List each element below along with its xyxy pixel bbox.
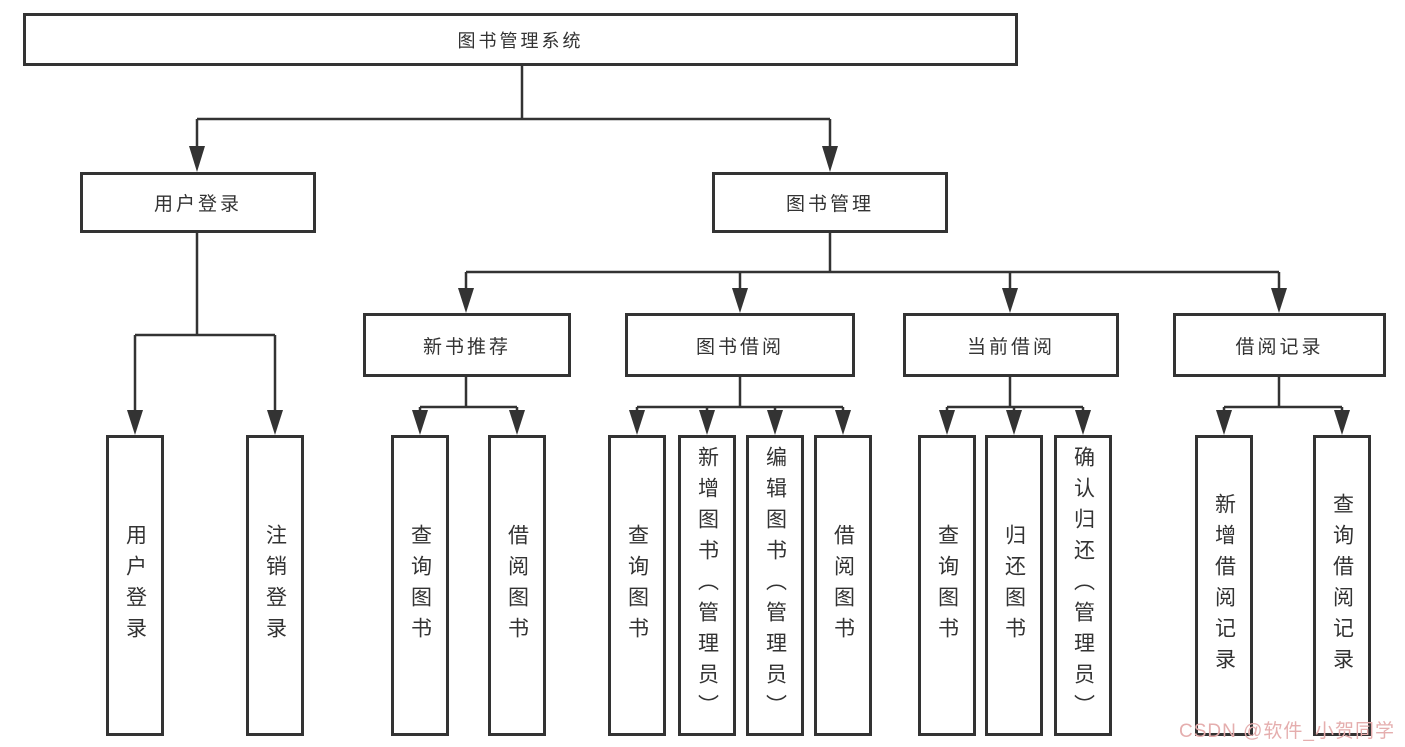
node-label: 当前借阅 — [966, 336, 1055, 358]
leaf-current-return-books: 归还图书 — [985, 435, 1043, 736]
leaf-user-login: 用户登录 — [106, 435, 164, 736]
leaf-label: 新增借阅记录 — [1212, 492, 1236, 679]
leaf-label: 归还图书 — [1002, 523, 1026, 648]
node-label: 新书推荐 — [422, 336, 511, 358]
leaf-label: 查询图书 — [935, 523, 959, 648]
node-label: 用户登录 — [153, 194, 242, 215]
leaf-borrow-borrow-books: 借阅图书 — [814, 435, 872, 736]
leaf-label: 借阅图书 — [505, 523, 529, 648]
leaf-label: 查询图书 — [625, 523, 649, 648]
leaf-logout: 注销登录 — [246, 435, 304, 736]
node-label: 图书管理系统 — [457, 30, 584, 51]
node-library-management-system: 图书管理系统 — [23, 13, 1018, 66]
leaf-recommend-query-books: 查询图书 — [391, 435, 449, 736]
node-current-borrowing: 当前借阅 — [903, 313, 1119, 377]
leaf-label: 注销登录 — [263, 523, 287, 648]
leaf-borrow-edit-books-admin: 编辑图书（管理员） — [746, 435, 804, 736]
node-user-login: 用户登录 — [80, 172, 316, 233]
leaf-label: 查询图书 — [408, 523, 432, 648]
leaf-records-add-borrow-record: 新增借阅记录 — [1195, 435, 1253, 736]
leaf-label: 确认归还（管理员） — [1071, 446, 1095, 725]
leaf-label: 查询借阅记录 — [1330, 492, 1354, 679]
leaf-label: 借阅图书 — [831, 523, 855, 648]
leaf-records-query-borrow-record: 查询借阅记录 — [1313, 435, 1371, 736]
node-label: 借阅记录 — [1235, 336, 1324, 358]
csdn-watermark: CSDN @软件_小贺同学 — [1179, 721, 1395, 742]
leaf-current-query-books: 查询图书 — [918, 435, 976, 736]
arrowheads — [127, 146, 1350, 435]
leaf-label: 新增图书（管理员） — [695, 446, 719, 725]
leaf-current-confirm-return-admin: 确认归还（管理员） — [1054, 435, 1112, 736]
node-new-book-recommendation: 新书推荐 — [363, 313, 571, 377]
node-borrowing-records: 借阅记录 — [1173, 313, 1386, 377]
leaf-recommend-borrow-books: 借阅图书 — [488, 435, 546, 736]
leaf-borrow-query-books: 查询图书 — [608, 435, 666, 736]
node-book-borrowing: 图书借阅 — [625, 313, 855, 377]
node-label: 图书管理 — [785, 194, 874, 215]
node-book-management: 图书管理 — [712, 172, 948, 233]
node-label: 图书借阅 — [695, 336, 784, 358]
leaf-borrow-add-books-admin: 新增图书（管理员） — [678, 435, 736, 736]
leaf-label: 编辑图书（管理员） — [763, 446, 787, 725]
leaf-label: 用户登录 — [123, 523, 147, 648]
